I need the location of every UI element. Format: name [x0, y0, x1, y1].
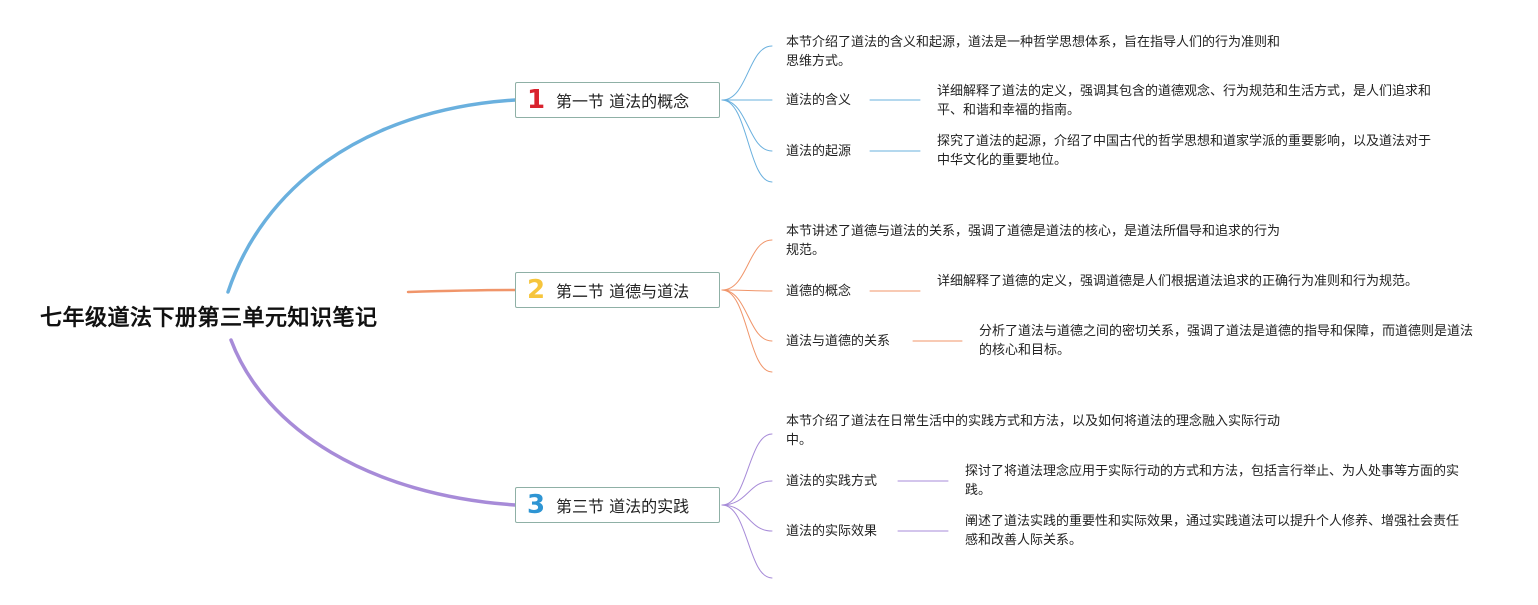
fan-line-1-1 [721, 45, 773, 101]
fan-line-2-3 [721, 289, 773, 342]
section-2-item-1-label[interactable]: 道德的概念 [786, 284, 852, 299]
section-3-item-2-detail[interactable]: 阐述了道法实践的重要性和实际效果，通过实践道法可以提升个人修养、增强社会责任感和… [965, 514, 1460, 548]
section-1-item-1-label[interactable]: 道法的含义 [786, 93, 852, 108]
section-3-summary[interactable]: 本节介绍了道法在日常生活中的实践方式和方法，以及如何将道法的理念融入实际行动中。 [786, 414, 1281, 448]
section-number-3: 3 [526, 490, 546, 520]
fan-line-3-2 [721, 480, 773, 506]
fan-line-3-1 [721, 433, 773, 506]
section-number-1: 1 [526, 85, 546, 115]
fan-line-3-4 [721, 504, 773, 579]
section-2-item-1-detail[interactable]: 详细解释了道德的定义，强调道德是人们根据道法追求的正确行为准则和行为规范。 [937, 274, 1419, 289]
section-1-item-2-label[interactable]: 道法的起源 [786, 144, 852, 159]
section-node-2[interactable]: 2 第二节 道德与道法 [515, 272, 720, 308]
root-topic[interactable]: 七年级道法下册第三单元知识笔记 [40, 306, 378, 331]
section-2-summary[interactable]: 本节讲述了道德与道法的关系，强调了道德是道法的核心，是道法所倡导和追求的行为规范… [786, 224, 1281, 258]
section-number-2: 2 [526, 275, 546, 305]
fan-line-2-1 [721, 239, 773, 291]
section-label-3: 第三节 道法的实践 [556, 497, 690, 516]
fan-line-2-4 [721, 289, 773, 373]
fan-line-2-2 [721, 289, 773, 292]
section-node-3[interactable]: 3 第三节 道法的实践 [515, 487, 720, 523]
fan-line-3-3 [721, 504, 773, 532]
section-1-item-1-detail[interactable]: 详细解释了道法的定义，强调其包含的道德观念、行为规范和生活方式，是人们追求和平、… [937, 84, 1432, 118]
section-2-item-2-label[interactable]: 道法与道德的关系 [786, 334, 891, 349]
section-3-item-1-label[interactable]: 道法的实践方式 [786, 474, 878, 489]
section-node-1[interactable]: 1 第一节 道法的概念 [515, 82, 720, 118]
section-3-item-2-label[interactable]: 道法的实际效果 [786, 524, 878, 539]
fan-line-1-4 [721, 99, 773, 183]
section-3-item-1-detail[interactable]: 探讨了将道法理念应用于实际行动的方式和方法，包括言行举止、为人处事等方面的实践。 [965, 464, 1460, 498]
section-1-item-2-detail[interactable]: 探究了道法的起源，介绍了中国古代的哲学思想和道家学派的重要影响，以及道法对于中华… [937, 134, 1432, 168]
section-label-1: 第一节 道法的概念 [556, 92, 690, 111]
section-label-2: 第二节 道德与道法 [556, 282, 690, 301]
branch-line-section-2 [406, 288, 517, 294]
branch-line-section-3 [229, 338, 517, 507]
branch-line-section-1 [226, 98, 517, 294]
fan-line-1-3 [721, 99, 773, 152]
section-2-item-2-detail[interactable]: 分析了道法与道德之间的密切关系，强调了道法是道德的指导和保障，而道德则是道法的核… [979, 324, 1474, 358]
section-1-summary[interactable]: 本节介绍了道法的含义和起源，道法是一种哲学思想体系，旨在指导人们的行为准则和思维… [786, 35, 1281, 69]
